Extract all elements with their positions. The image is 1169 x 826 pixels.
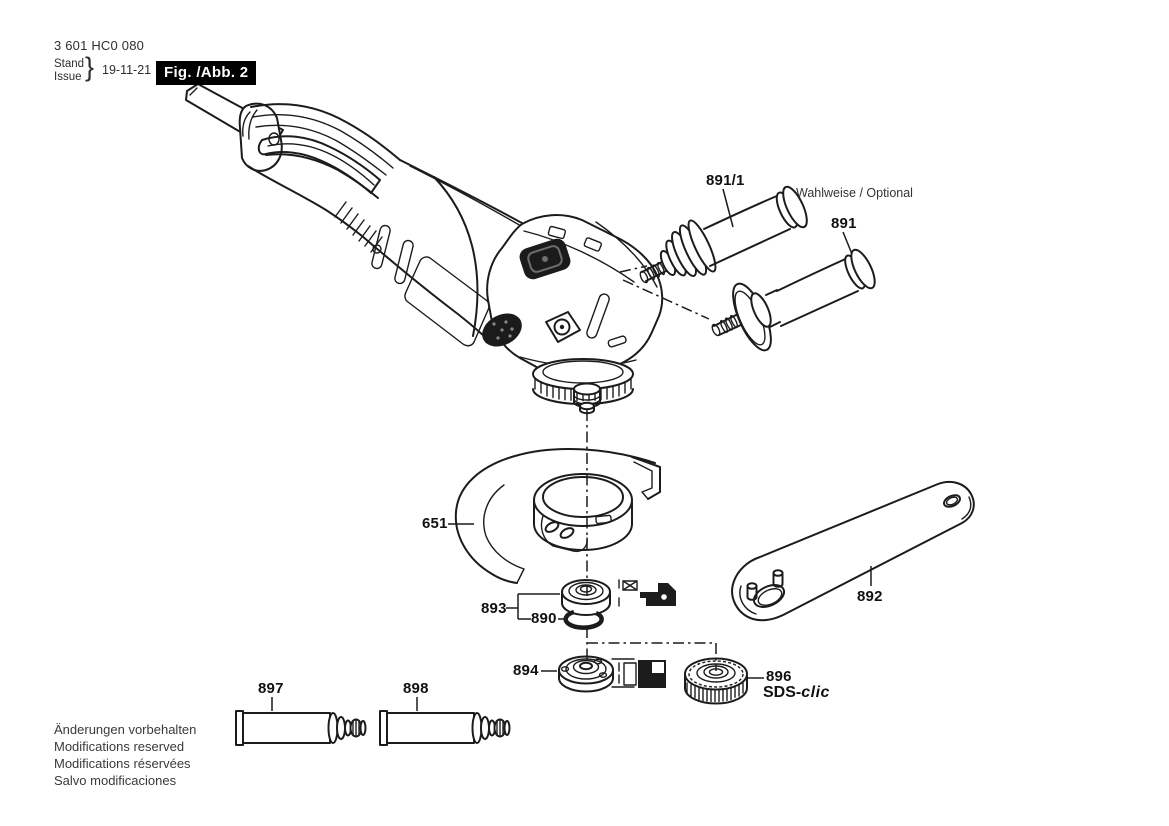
callout-897: 897 [258,680,284,697]
clamp-nut [558,655,614,693]
footer-line-fr: Modifications réservées [54,756,191,771]
revision-label-issue: Issue [54,71,82,83]
callout-651: 651 [422,515,448,532]
footer-disclaimer: Änderungen vorbehalten Modifications res… [54,721,196,789]
callout-892: 892 [857,588,883,605]
grease-tube-897 [235,710,367,746]
optional-note: Wahlweise / Optional [796,186,913,200]
aux-handle-891 [711,248,876,352]
revision-date: 19-11-21 [102,63,152,77]
footer-line-es: Salvo modificaciones [54,773,177,788]
flat-wheel-mounting-icon [618,579,676,607]
grinder-body [185,83,664,415]
callout-898: 898 [403,680,429,697]
revision-brace: } [85,52,95,82]
callout-896: 896 [766,668,792,685]
wheel-guard [454,447,661,584]
grease-tube-898 [379,710,511,746]
pin-wrench [731,480,975,622]
callout-890: 890 [531,610,557,627]
sds-clic-logo: SDS-clic [763,684,830,702]
type-number: 3 601 HC0 080 [54,38,145,53]
sds-clic-prefix: SDS- [763,684,802,701]
revision-label-stand: Stand [54,58,85,70]
footer-line-en: Modifications reserved [54,739,185,754]
callout-894: 894 [513,662,539,679]
callout-891: 891 [831,215,857,232]
callout-893: 893 [481,600,507,617]
thick-wheel-mounting-icon [611,658,666,688]
footer-line-de: Änderungen vorbehalten [54,722,197,737]
sds-clic-nut [684,657,748,705]
figure-badge: Fig. /Abb. 2 [156,61,257,85]
backing-flange [561,579,611,616]
o-ring [563,609,604,630]
leader-lines [271,188,872,711]
callout-891-1: 891/1 [706,172,745,189]
aux-handle-891-1 [639,185,808,284]
sds-clic-suffix: clic [801,684,830,701]
assembly-centerlines [586,265,717,671]
